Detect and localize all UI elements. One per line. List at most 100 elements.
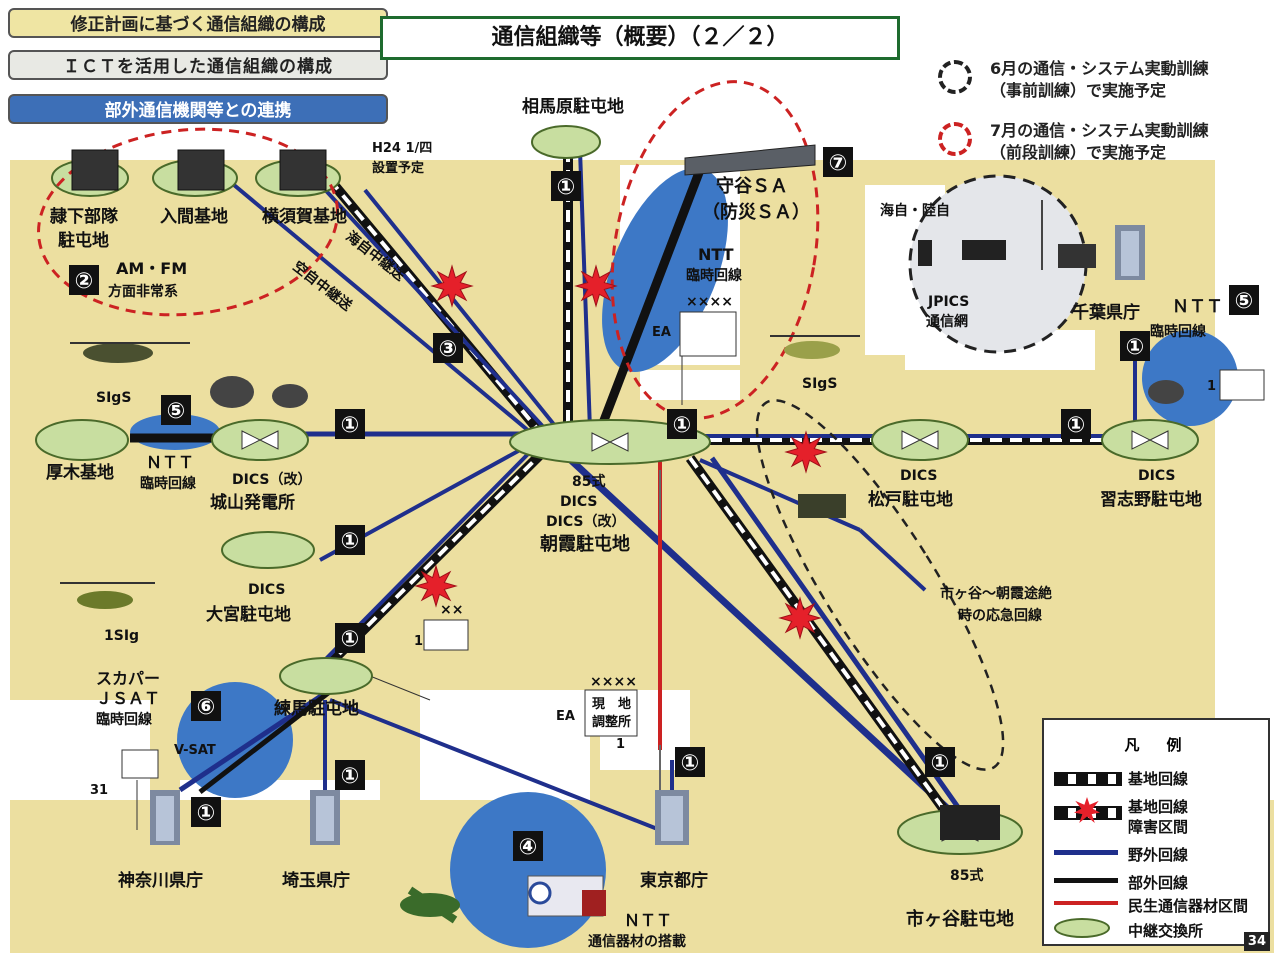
narashino-sub-label: DICS — [1138, 468, 1175, 484]
line-number-badge: ④ — [513, 831, 543, 861]
satellite-dish-icon — [1148, 380, 1184, 404]
num-1b-label: 1 — [414, 634, 423, 649]
atsugi-ntt-label: ＮＴＴ — [146, 453, 194, 472]
atsugi-label: 厚木基地 — [46, 462, 114, 483]
atsugi-rinji-label: 臨時回線 — [140, 475, 196, 492]
sagamihara-node[interactable] — [531, 125, 601, 159]
tab-revised-plan[interactable]: 修正計画に基づく通信組織の構成 — [8, 8, 388, 38]
radio-equipment-icon — [177, 149, 225, 191]
nerima-label: 練馬駐屯地 — [274, 698, 359, 719]
line-number-badge: ① — [675, 747, 705, 777]
field-unit-box — [121, 749, 159, 779]
genchi-label-1: 現 地 — [592, 696, 631, 712]
outside-line-swatch — [1054, 878, 1118, 883]
july-training-ellipse-left — [37, 127, 339, 317]
helicopter-icon — [770, 335, 860, 359]
iruma-label: 入間基地 — [160, 206, 228, 227]
asaka-label: 朝霞駐屯地 — [540, 533, 630, 555]
line-number-badge: ① — [1120, 331, 1150, 361]
equipment-glyphs — [60, 144, 1265, 924]
nerima-node[interactable] — [279, 657, 373, 695]
outside-line — [198, 678, 347, 794]
yokosuka-label: 横須賀基地 — [262, 206, 347, 227]
base-line-dash — [328, 178, 542, 434]
field-line — [699, 458, 861, 532]
narashino-label: 習志野駐屯地 — [1100, 489, 1202, 510]
field-line — [709, 456, 963, 812]
jpics-label-2: 通信網 — [926, 313, 968, 330]
ea-label-1: EA — [652, 325, 671, 340]
ntt-equip-label-2: 通信器材の搭載 — [588, 933, 686, 950]
skyperfect-label-2: ＪＳＡＴ — [96, 689, 160, 708]
shiroyama-node[interactable] — [211, 419, 309, 461]
shiroyama-sub-label: DICS（改） — [232, 471, 311, 488]
narashino-node[interactable] — [1101, 419, 1199, 461]
tab-external-cooperation[interactable]: 部外通信機関等との連携 — [8, 94, 388, 124]
badge-label: ① — [557, 175, 576, 200]
legend-label-2: 障害区間 — [1128, 818, 1189, 836]
h24-label: H24 1/四 — [372, 141, 432, 156]
saitama-label: 埼玉県庁 — [282, 870, 350, 891]
badge-label: ① — [681, 751, 700, 776]
moriya-ntt-label: NTT — [698, 245, 734, 264]
field-unit-box — [1219, 369, 1265, 401]
badge-label: ① — [341, 529, 360, 554]
line-number-badge: ① — [667, 409, 697, 439]
field-line — [316, 180, 550, 434]
badge-label: ② — [75, 269, 94, 294]
page-title: 通信組織等（概要）（２／２） — [380, 16, 900, 60]
omiya-node[interactable] — [221, 531, 315, 569]
field-line — [226, 178, 532, 434]
satellite-dish-icon — [272, 384, 308, 408]
asaka-node[interactable] — [509, 419, 711, 465]
radio-equipment-icon — [71, 149, 119, 191]
fault-explosion-icon — [784, 430, 828, 474]
fault-explosion-icon — [574, 264, 618, 308]
ichigaya-emergency-label-2: 時の応急回線 — [958, 607, 1042, 624]
asaka-line3: DICS（改） — [546, 513, 625, 530]
ichigaya-sub-label: 85式 — [950, 867, 983, 884]
line-number-badge: ① — [925, 747, 955, 777]
ichigaya-label: 市ヶ谷駐屯地 — [906, 908, 1014, 930]
badge-label: ④ — [519, 835, 538, 860]
atsugi-node[interactable] — [35, 419, 129, 461]
subordinate-label-2: 駐屯地 — [58, 230, 109, 251]
omiya-sub-label: DICS — [248, 582, 285, 598]
field-line-swatch — [1054, 850, 1118, 855]
black-dashed-ring-icon — [938, 60, 972, 94]
omiya-label: 大宮駐屯地 — [206, 604, 291, 625]
chiba-ntt-label: ＮＴＴ — [1172, 297, 1223, 317]
badge-label: ① — [197, 801, 216, 826]
june-training-ellipse — [755, 399, 1005, 771]
page-number: 34 — [1243, 932, 1270, 951]
amfm-label-2: 方面非常系 — [108, 283, 178, 300]
military-truck-icon — [798, 494, 846, 518]
asaka-line2: DICS — [560, 494, 597, 510]
matsudo-sub-label: DICS — [900, 468, 937, 484]
skyperfect-label-1: スカパー — [96, 669, 160, 688]
moriya-label-2: （防災ＳＡ） — [702, 201, 810, 223]
moriya-label-1: 守谷ＳＡ — [716, 175, 788, 197]
matsudo-node[interactable] — [871, 419, 969, 461]
sigs-label-1: SIgS — [96, 390, 131, 406]
badge-label: ① — [1126, 335, 1145, 360]
jpics-label-1: JPICS — [927, 294, 969, 310]
line-number-badge: ① — [551, 171, 581, 201]
line-number-badge: ⑤ — [161, 395, 191, 425]
legend: 凡 例 基地回線 基地回線 障害区間 野外回線 部外回線 民生通信器材区間 中継… — [1042, 718, 1270, 946]
xxxx-label-2: ×××× — [590, 674, 637, 690]
base-line-swatch — [1054, 772, 1122, 786]
badge-label: ① — [673, 413, 692, 438]
field-line — [363, 188, 562, 434]
badge-label: ① — [341, 764, 360, 789]
badge-label: ⑦ — [829, 151, 848, 176]
kanagawa-building-icon — [150, 790, 180, 845]
tab-ict-network[interactable]: ＩＣＴを活用した通信組織の構成 — [8, 50, 388, 80]
relay-swatch — [1054, 918, 1110, 938]
radio-equipment-icon — [279, 149, 327, 191]
fault-explosion-icon — [414, 564, 458, 608]
line-number-badge: ① — [335, 409, 365, 439]
local-coordination-box — [584, 689, 638, 737]
